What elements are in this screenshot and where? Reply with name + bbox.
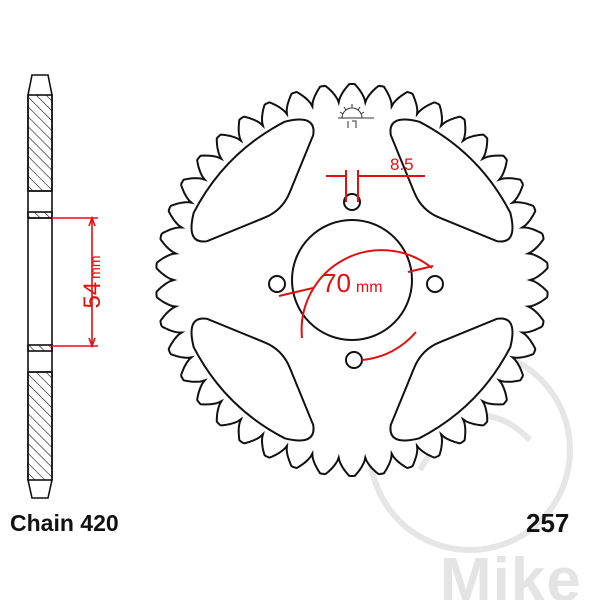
bolt-hole xyxy=(426,275,444,293)
part-number: 257 xyxy=(526,508,570,538)
hub-thickness-label: 54mm xyxy=(79,255,106,308)
sprocket-teeth-outline xyxy=(155,83,549,477)
center-bore xyxy=(291,219,413,341)
hub-dimension xyxy=(52,215,98,349)
lightening-hole xyxy=(190,317,315,442)
watermark-text: Mike xyxy=(440,546,582,600)
bolt-hole xyxy=(268,275,286,293)
chain-label: Chain 420 xyxy=(10,510,119,536)
lightening-holes xyxy=(190,118,514,442)
bolt-circle-dimension xyxy=(278,170,434,361)
lightening-hole xyxy=(389,317,514,442)
side-view xyxy=(27,74,53,499)
lightening-hole xyxy=(389,118,514,243)
bolt-hole-size-label: 8.5 xyxy=(390,155,414,174)
manufacturer-logo-icon xyxy=(338,104,374,128)
lightening-hole xyxy=(190,118,315,243)
bolt-hole xyxy=(343,193,361,211)
